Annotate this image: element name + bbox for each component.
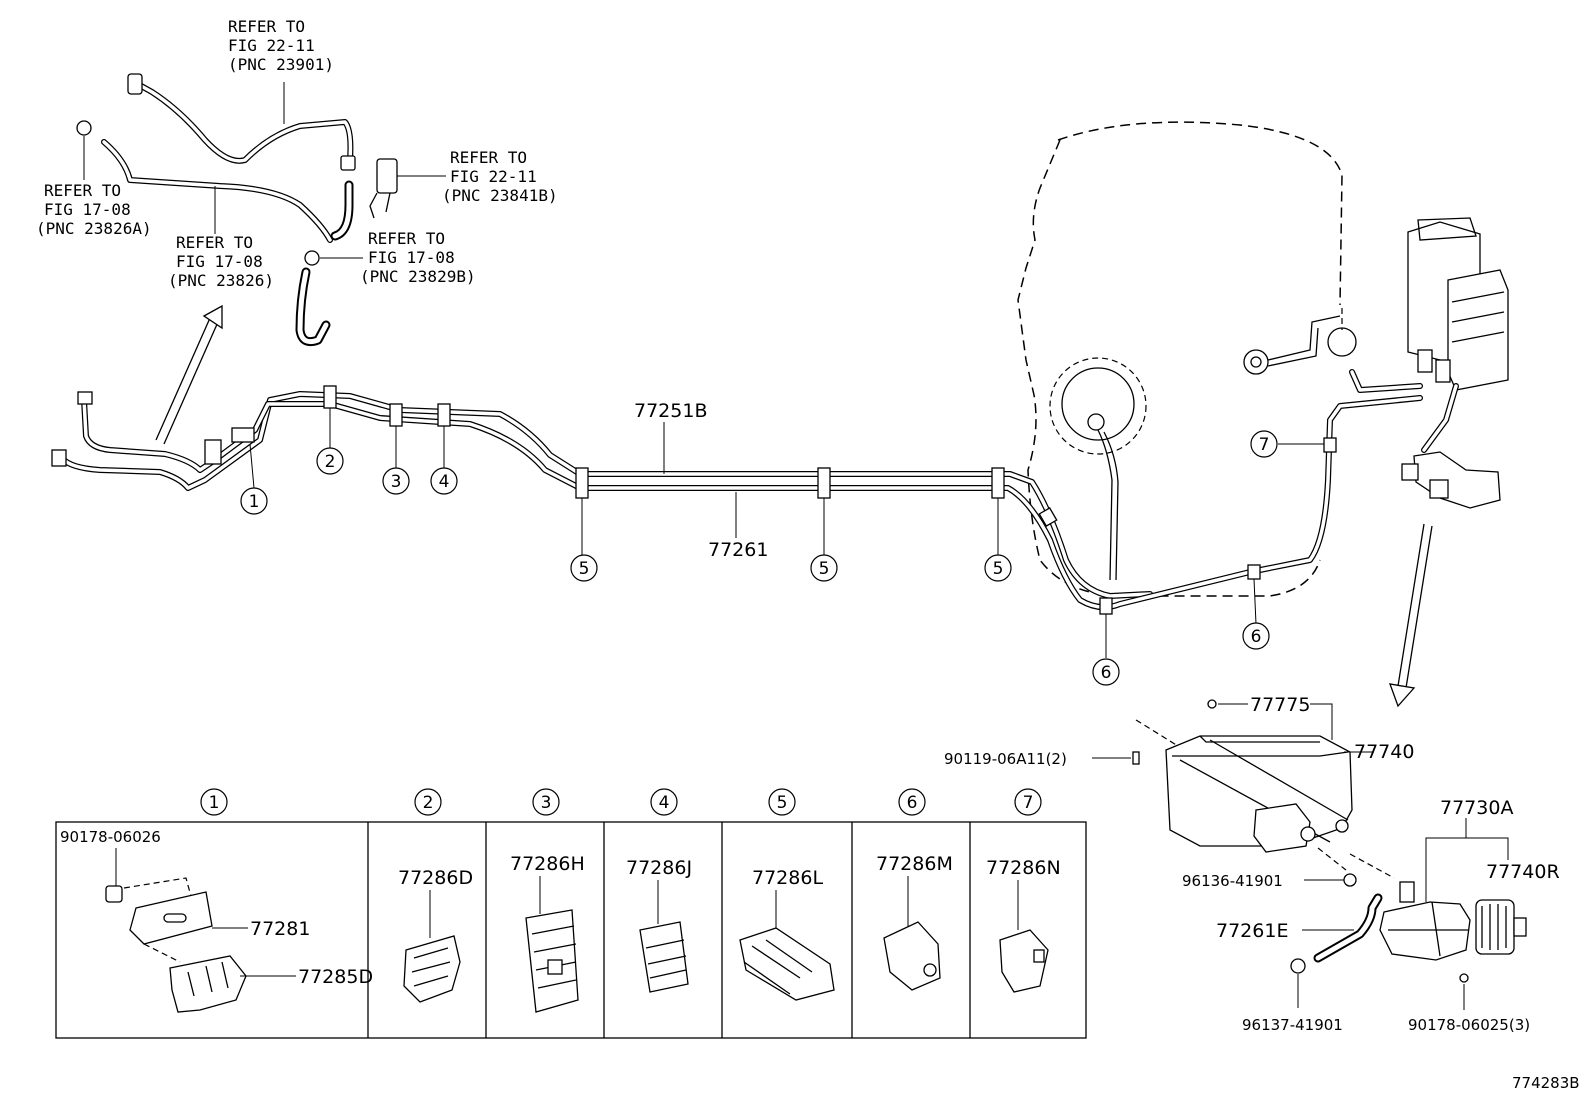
svg-text:REFER TO: REFER TO — [176, 233, 253, 252]
plug-77775 — [1207, 699, 1217, 709]
tank-port — [1243, 308, 1357, 375]
valve-assembly — [1379, 881, 1527, 961]
svg-text:7: 7 — [1259, 435, 1270, 455]
svg-text:FIG 17-08: FIG 17-08 — [44, 200, 131, 219]
part-label-77775: 77775 — [1250, 694, 1310, 716]
svg-text:77286L: 77286L — [752, 867, 823, 889]
svg-text:7: 7 — [1023, 793, 1034, 813]
svg-text:REFER TO: REFER TO — [368, 229, 445, 248]
vsv-valve — [1401, 451, 1501, 509]
svg-text:2: 2 — [325, 452, 336, 472]
fuel-pump-ring — [1049, 357, 1147, 581]
svg-text:77281: 77281 — [250, 918, 310, 940]
svg-text:4: 4 — [439, 472, 450, 492]
canister-installed — [1407, 217, 1509, 453]
tube-clips — [323, 385, 1337, 615]
svg-text:REFER TO: REFER TO — [44, 181, 121, 200]
part-label-77740: 77740 — [1354, 741, 1414, 763]
clamp-96137 — [1290, 958, 1306, 974]
svg-text:(PNC 23901): (PNC 23901) — [228, 55, 334, 74]
refer-to-23826: REFER TO FIG 17-08 (PNC 23826) — [168, 233, 274, 290]
part-label-96137: 96137-41901 — [1242, 1016, 1343, 1034]
svg-text:77286N: 77286N — [986, 857, 1061, 879]
tube-77251b — [51, 369, 1423, 611]
svg-text:1: 1 — [249, 492, 260, 512]
svg-text:6: 6 — [1251, 627, 1262, 647]
refer-to-23826a: REFER TO FIG 17-08 (PNC 23826A) — [36, 181, 152, 238]
refer-to-23829b: REFER TO FIG 17-08 (PNC 23829B) — [360, 229, 476, 286]
svg-text:1: 1 — [209, 793, 220, 813]
svg-text:6: 6 — [1101, 663, 1112, 683]
bolt-icon — [1132, 751, 1140, 765]
svg-text:5: 5 — [819, 559, 830, 579]
refer-to-23841b: REFER TO FIG 22-11 (PNC 23841B) — [442, 148, 558, 205]
part-label-77251b: 77251B — [634, 400, 707, 422]
part-label-77261e: 77261E — [1216, 920, 1288, 942]
arrow-down-icon — [1389, 523, 1433, 708]
callout-markers: 1 2 3 4 5 5 5 6 6 7 — [240, 408, 1324, 686]
refer-to-23901: REFER TO FIG 22-11 (PNC 23901) — [228, 17, 334, 74]
canister-exploded — [1165, 735, 1353, 853]
svg-text:77286H: 77286H — [510, 853, 585, 875]
part-label-96136: 96136-41901 — [1182, 872, 1283, 890]
svg-text:3: 3 — [391, 472, 402, 492]
svg-text:FIG 22-11: FIG 22-11 — [450, 167, 537, 186]
svg-text:FIG 17-08: FIG 17-08 — [368, 248, 455, 267]
arrow-up-icon — [155, 304, 223, 445]
svg-text:FIG 17-08: FIG 17-08 — [176, 252, 263, 271]
svg-text:77286D: 77286D — [398, 867, 473, 889]
svg-text:REFER TO: REFER TO — [450, 148, 527, 167]
svg-text:5: 5 — [579, 559, 590, 579]
svg-text:5: 5 — [777, 793, 788, 813]
svg-text:5: 5 — [993, 559, 1004, 579]
svg-text:2: 2 — [423, 793, 434, 813]
part-label-77740r: 77740R — [1486, 861, 1560, 883]
part-label-90178-06025: 90178-06025(3) — [1408, 1016, 1530, 1034]
svg-text:77286M: 77286M — [876, 853, 953, 875]
svg-text:REFER TO: REFER TO — [228, 17, 305, 36]
svg-text:(PNC 23826A): (PNC 23826A) — [36, 219, 152, 238]
part-label-77730a: 77730A — [1440, 797, 1513, 819]
svg-text:77285D: 77285D — [298, 966, 373, 988]
svg-text:(PNC 23841B): (PNC 23841B) — [442, 186, 558, 205]
svg-text:90178-06026: 90178-06026 — [60, 828, 161, 846]
fuel-tank-outline — [1017, 121, 1343, 598]
svg-text:4: 4 — [659, 793, 670, 813]
svg-text:77286J: 77286J — [626, 857, 692, 879]
svg-text:FIG 22-11: FIG 22-11 — [228, 36, 315, 55]
part-label-77261: 77261 — [708, 539, 768, 561]
svg-text:3: 3 — [541, 793, 552, 813]
svg-text:(PNC 23826): (PNC 23826) — [168, 271, 274, 290]
figure-code: 774283B — [1512, 1074, 1580, 1092]
clamp-96136 — [1343, 873, 1357, 887]
part-label-bolt: 90119-06A11(2) — [944, 750, 1067, 768]
clip-inset: 1 2 3 4 5 6 7 90178-06026 77281 77285D 7… — [55, 788, 1087, 1039]
hose-77261e — [1313, 893, 1383, 963]
screw-icon — [1459, 973, 1469, 983]
filler-hose-group — [76, 73, 398, 347]
svg-text:(PNC 23829B): (PNC 23829B) — [360, 267, 476, 286]
svg-text:6: 6 — [907, 793, 918, 813]
